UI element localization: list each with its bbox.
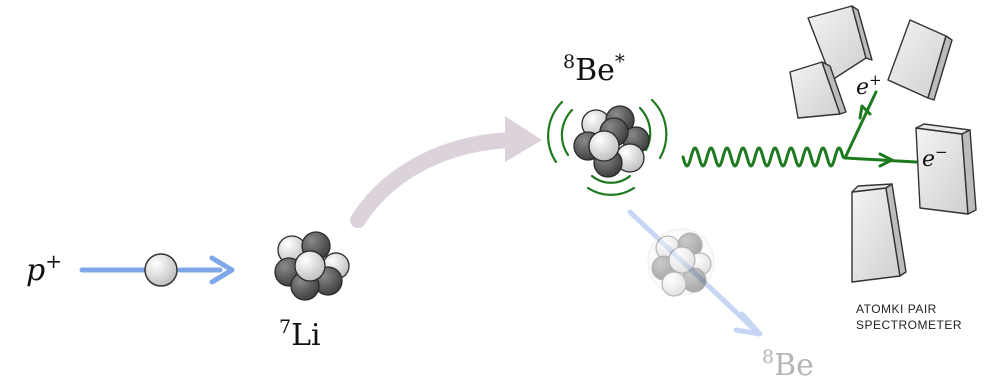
vibration-arcs bbox=[547, 98, 668, 196]
positron-track bbox=[843, 90, 878, 160]
reaction-arrowhead bbox=[505, 116, 542, 162]
lithium-7-nucleus-icon bbox=[274, 231, 350, 301]
lithium-7-label: 7Li bbox=[279, 316, 321, 353]
detector-telescope-icon bbox=[851, 183, 907, 283]
proton-icon bbox=[144, 253, 178, 287]
beam-arrowhead bbox=[209, 255, 235, 285]
electron-track bbox=[843, 156, 918, 164]
detector-telescope-icon bbox=[807, 5, 873, 81]
detector-telescope-icon bbox=[887, 19, 953, 101]
spectrometer-label-line1: ATOMKI PAIR bbox=[856, 302, 937, 316]
positron-label: e+ bbox=[856, 71, 882, 100]
decay-arrowhead bbox=[733, 311, 763, 337]
detector-telescope-icon bbox=[915, 123, 977, 215]
proton-beam bbox=[79, 253, 235, 287]
electron-track-arrow bbox=[878, 152, 894, 168]
pair-tracks bbox=[843, 90, 918, 168]
proton-label: p+ bbox=[26, 249, 62, 288]
positron-track-arrow bbox=[858, 104, 872, 120]
beryllium-8-excited-nucleus-icon bbox=[547, 98, 668, 196]
spectrometer-label-line2: SPECTROMETER bbox=[856, 318, 962, 332]
beryllium-8-excited-label: 8Be* bbox=[563, 49, 625, 88]
reaction-arrow bbox=[350, 116, 542, 228]
detector-telescopes bbox=[789, 5, 977, 283]
gamma-wave bbox=[681, 146, 847, 168]
reaction-arrow-shaft bbox=[350, 132, 528, 228]
electron-label: e− bbox=[922, 143, 948, 172]
detector-telescope-icon bbox=[789, 61, 847, 119]
beryllium-8-ground-label: 8Be bbox=[762, 346, 814, 383]
beryllium-8-ground-nucleus-icon bbox=[647, 228, 715, 297]
